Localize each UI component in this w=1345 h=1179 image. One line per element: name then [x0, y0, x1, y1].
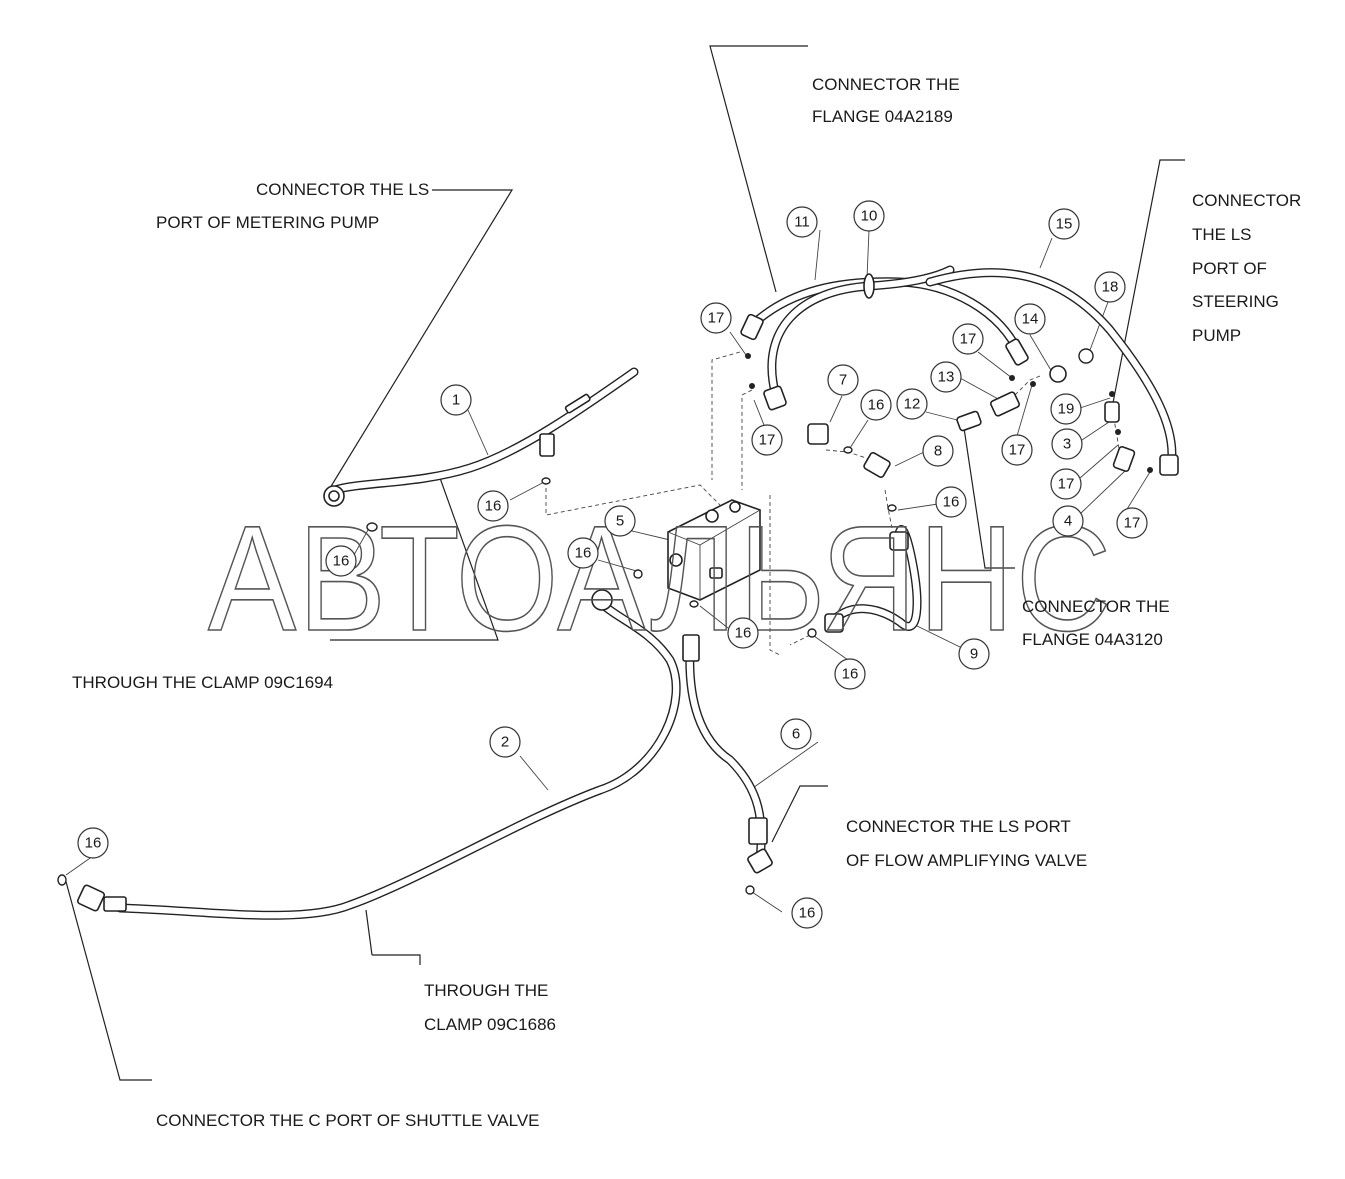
svg-text:19: 19 — [1058, 401, 1075, 418]
svg-text:17: 17 — [1009, 442, 1026, 459]
label-clamp-09c1686-line2: CLAMP 09C1686 — [424, 1015, 556, 1034]
callout-13: 13 — [930, 361, 962, 393]
hose-9 — [824, 525, 922, 633]
callout-12: 12 — [896, 388, 928, 420]
svg-text:16: 16 — [85, 835, 102, 852]
label-metering-pump-line2: PORT OF METERING PUMP — [156, 213, 379, 232]
callout-6: 6 — [780, 718, 812, 750]
valve-block-5 — [667, 499, 761, 601]
callout-16c: 16 — [567, 537, 599, 569]
label-metering-pump-line1: CONNECTOR THE LS — [256, 180, 429, 199]
label-steering-pump-line3: PORT OF — [1192, 259, 1267, 278]
callout-11: 11 — [786, 206, 818, 238]
callout-16f: 16 — [860, 389, 892, 421]
label-flow-valve-line1: CONNECTOR THE LS PORT — [846, 817, 1071, 836]
callout-5: 5 — [604, 505, 636, 537]
svg-text:17: 17 — [1124, 515, 1141, 532]
svg-text:16: 16 — [943, 494, 960, 511]
svg-text:12: 12 — [904, 396, 921, 413]
svg-text:6: 6 — [792, 726, 800, 743]
callout-17f: 17 — [1116, 507, 1148, 539]
svg-text:14: 14 — [1022, 311, 1039, 328]
hose-1 — [323, 367, 639, 507]
svg-text:1: 1 — [452, 392, 460, 409]
callout-16a: 16 — [477, 490, 509, 522]
callout-9: 9 — [958, 638, 990, 670]
callout-16d: 16 — [727, 617, 759, 649]
svg-text:17: 17 — [960, 331, 977, 348]
svg-text:3: 3 — [1063, 436, 1071, 453]
callout-8: 8 — [922, 435, 954, 467]
svg-text:17: 17 — [1058, 476, 1075, 493]
callout-17d: 17 — [1001, 434, 1033, 466]
callout-16i: 16 — [791, 897, 823, 929]
callout-3: 3 — [1051, 428, 1083, 460]
callout-1: 1 — [440, 384, 472, 416]
svg-text:9: 9 — [970, 646, 978, 663]
callout-15: 15 — [1048, 208, 1080, 240]
callout-16e: 16 — [834, 658, 866, 690]
svg-text:7: 7 — [839, 372, 847, 389]
svg-text:2: 2 — [501, 734, 509, 751]
callout-4: 4 — [1052, 505, 1084, 537]
svg-text:16: 16 — [485, 498, 502, 515]
callout-16h: 16 — [77, 827, 109, 859]
label-flange-04a3120-line1: CONNECTOR THE — [1022, 597, 1170, 616]
label-clamp-09c1694: THROUGH THE CLAMP 09C1694 — [72, 673, 333, 692]
callout-17b: 17 — [751, 424, 783, 456]
svg-text:17: 17 — [759, 432, 776, 449]
label-steering-pump-line2: THE LS — [1192, 225, 1252, 244]
svg-text:16: 16 — [868, 397, 885, 414]
o-rings — [57, 348, 1153, 895]
hose-15 — [925, 268, 1179, 476]
callout-17e: 17 — [1050, 468, 1082, 500]
text-labels: CONNECTOR THE FLANGE 04A2189 CONNECTOR T… — [72, 75, 1301, 1130]
label-steering-pump-line4: STEERING — [1192, 292, 1279, 311]
hose-10 — [767, 265, 955, 397]
callout-10: 10 — [853, 200, 885, 232]
svg-text:5: 5 — [616, 513, 624, 530]
svg-text:16: 16 — [842, 666, 859, 683]
svg-text:16: 16 — [735, 625, 752, 642]
label-flange-04a3120-line2: FLANGE 04A3120 — [1022, 630, 1163, 649]
label-flange-04a2189-line1: CONNECTOR THE — [812, 75, 960, 94]
label-flow-valve-line2: OF FLOW AMPLIFYING VALVE — [846, 851, 1087, 870]
label-steering-pump-line5: PUMP — [1192, 326, 1241, 345]
callout-16b: 16 — [325, 545, 357, 577]
callout-2: 2 — [489, 726, 521, 758]
callout-17c: 17 — [952, 323, 984, 355]
callout-19: 19 — [1050, 393, 1082, 425]
callout-7: 7 — [827, 364, 859, 396]
label-steering-pump-line1: CONNECTOR — [1192, 191, 1301, 210]
svg-text:15: 15 — [1056, 216, 1073, 233]
callout-17a: 17 — [700, 302, 732, 334]
svg-text:18: 18 — [1102, 279, 1119, 296]
hose-fittings-top — [740, 313, 1136, 478]
callout-18: 18 — [1094, 271, 1126, 303]
callout-16g: 16 — [935, 486, 967, 518]
svg-text:13: 13 — [938, 369, 955, 386]
hose-2 — [76, 589, 681, 920]
svg-text:8: 8 — [934, 443, 942, 460]
label-shuttle-valve: CONNECTOR THE C PORT OF SHUTTLE VALVE — [156, 1111, 540, 1130]
label-clamp-09c1686-line1: THROUGH THE — [424, 981, 548, 1000]
hose-6 — [682, 634, 773, 874]
svg-text:16: 16 — [333, 553, 350, 570]
svg-text:10: 10 — [861, 208, 878, 225]
callout-14: 14 — [1014, 303, 1046, 335]
svg-text:11: 11 — [794, 214, 810, 231]
svg-text:16: 16 — [799, 905, 816, 922]
svg-text:4: 4 — [1064, 513, 1072, 530]
watermark: АВТОАЛЬЯНС — [208, 494, 1113, 662]
svg-text:16: 16 — [575, 545, 592, 562]
label-flange-04a2189-line2: FLANGE 04A2189 — [812, 107, 953, 126]
svg-text:17: 17 — [708, 310, 725, 327]
